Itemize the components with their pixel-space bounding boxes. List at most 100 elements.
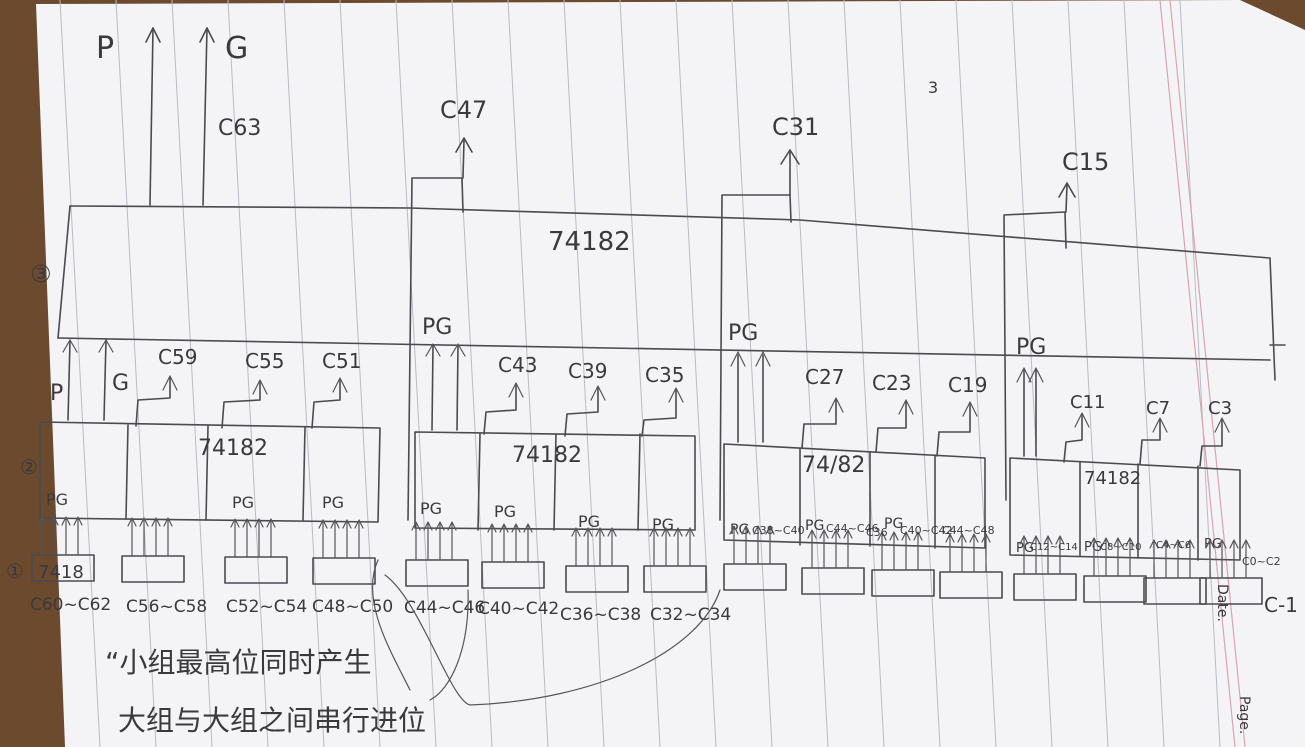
input-arrow: [661, 527, 671, 567]
input-arrow: [254, 518, 264, 558]
input-arrow: [1019, 535, 1029, 575]
level1-chip: [405, 559, 469, 587]
input-arrow: [741, 525, 751, 565]
svg-text:C44~C48: C44~C48: [942, 524, 995, 537]
input-arrow: [753, 525, 763, 565]
level2-top-pg-4: PG: [1016, 335, 1046, 360]
ruled-line: [171, 0, 213, 747]
input-arrow: [73, 516, 83, 556]
level2-pg-1: PG: [46, 490, 68, 509]
range-label-5: C40~C42: [478, 599, 559, 619]
ruled-line: [283, 0, 325, 747]
carry-c23: C23: [872, 371, 911, 395]
input-arrow: [163, 517, 173, 557]
level2-chip-2: 74182: [512, 443, 582, 468]
ruled-line: [115, 0, 157, 747]
level1-chip: [1013, 573, 1077, 601]
level1-chip: [939, 571, 1003, 599]
input-arrow: [957, 533, 967, 573]
input-arrow: [151, 517, 161, 557]
input-arrow: [765, 525, 775, 565]
input-arrow: [945, 533, 955, 573]
input-arrow: [607, 527, 617, 567]
first-chip-label: 7418: [38, 562, 84, 583]
level2-pg-3: PG: [730, 522, 749, 538]
input-arrow: [230, 518, 240, 558]
level1-chip: [1143, 577, 1207, 605]
carry-c27: C27: [805, 365, 844, 389]
margin-date: Date.: [1214, 584, 1230, 622]
input-arrow: [242, 518, 252, 558]
level1-chip: [871, 569, 935, 597]
level1-chip: [312, 557, 376, 585]
input-arrow: [318, 519, 328, 559]
level2-top-pg-3: PG: [728, 321, 758, 346]
input-arrow: [1149, 539, 1159, 579]
level2-g-label: G: [112, 371, 129, 396]
level1-chip: [1199, 577, 1263, 605]
svg-text:PG: PG: [494, 502, 516, 521]
input-arrow: [1185, 539, 1195, 579]
input-arrow: [49, 516, 59, 556]
input-arrow: [1217, 539, 1227, 579]
notebook-paper: [36, 0, 1305, 747]
svg-text:C40~C42: C40~C42: [900, 524, 953, 537]
range-labels: C60~C62 C56~C58 C52~C54 C48~C50 C44~C46 …: [30, 595, 731, 625]
input-arrow: [411, 521, 421, 561]
carry-c55: C55: [245, 349, 284, 373]
input-arrow: [889, 531, 899, 571]
svg-text:C31: C31: [772, 113, 819, 141]
level2-pg-2: PG: [420, 499, 442, 518]
svg-text:C15: C15: [1062, 148, 1109, 176]
input-arrow: [1241, 539, 1251, 579]
svg-text:PG: PG: [805, 518, 824, 534]
level1-chip: [1083, 575, 1147, 603]
level2-pg-4: PG: [1016, 541, 1034, 556]
input-arrow: [877, 531, 887, 571]
input-arrow: [673, 527, 683, 567]
ruled-lines: [59, 0, 1221, 747]
level2-chip-1: 74182: [198, 436, 268, 461]
input-arrow: [595, 527, 605, 567]
svg-text:C12~C14: C12~C14: [1030, 542, 1078, 553]
input-arrow: [447, 521, 457, 561]
input-arrow: [981, 533, 991, 573]
ruled-line: [339, 0, 381, 747]
svg-text:C38~C40: C38~C40: [752, 524, 805, 537]
svg-text:C47: C47: [440, 96, 487, 124]
input-arrow: [1205, 539, 1215, 579]
input-arrow: [1043, 535, 1053, 575]
level2-top-pg-2: PG: [422, 315, 452, 340]
carry-c31: C31: [719, 113, 819, 521]
svg-text:C4~C6: C4~C6: [1156, 540, 1191, 551]
carry-c47: C47: [407, 96, 487, 521]
input-arrow: [342, 519, 352, 559]
level2-pg-1b: PG: [232, 493, 254, 512]
level2-group-2: PG 74182 PG PG PG PG C43 C39 C35: [414, 315, 696, 534]
top-p-label: P: [96, 31, 114, 66]
ruled-line: [675, 0, 717, 747]
input-arrow: [1229, 539, 1239, 579]
input-arrow: [1101, 537, 1111, 577]
margin-line: [1159, 0, 1236, 747]
note-line-1: “小组最高位同时产生: [105, 646, 372, 679]
input-arrow: [523, 523, 533, 563]
input-arrow: [511, 523, 521, 563]
input-arrow: [435, 521, 445, 561]
input-arrow: [969, 533, 979, 573]
input-arrow: [831, 529, 841, 569]
level1-chip: [723, 563, 787, 591]
level2-marker: ②: [20, 455, 38, 479]
input-arrow: [901, 531, 911, 571]
range-label-7: C32~C34: [650, 605, 731, 625]
carry-c11: C11: [1070, 392, 1105, 413]
level2-p-label: P: [50, 381, 63, 406]
ruled-line: [451, 0, 493, 747]
input-arrow: [729, 525, 739, 565]
ruled-line: [563, 0, 605, 747]
input-arrow: [266, 518, 276, 558]
input-arrow: [685, 527, 695, 567]
input-arrow: [1031, 535, 1041, 575]
ruled-line: [1067, 0, 1109, 747]
margin-line-2: [1169, 0, 1246, 747]
